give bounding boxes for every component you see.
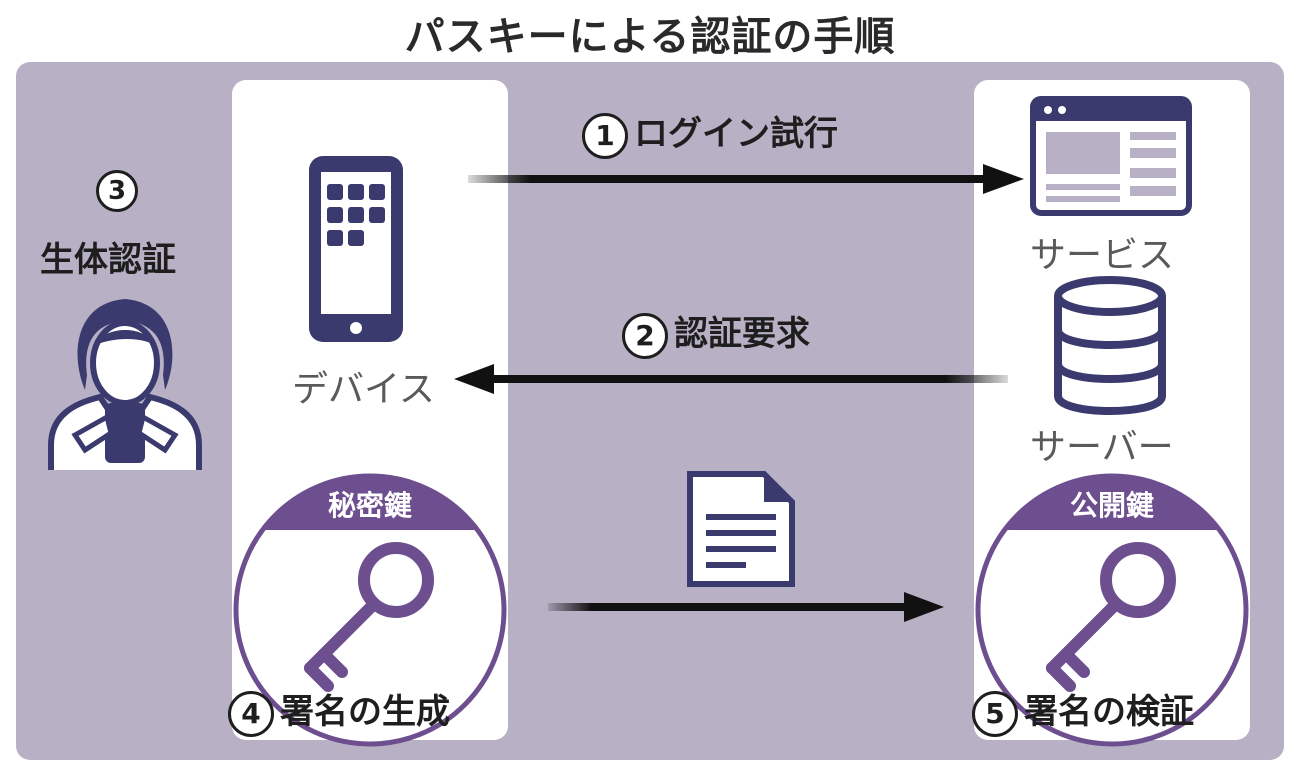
tablet-icon [309,156,403,342]
step-3-number: 3 [96,170,144,212]
key-icon [304,542,434,692]
document-icon [687,471,795,587]
browser-window-icon [1030,96,1192,216]
server-label: サーバー [1030,427,1174,468]
private-key-label: 秘密鍵 [327,489,412,522]
database-icon [1054,276,1166,415]
device-label: デバイス [292,369,435,410]
public-key-circle: 公開鍵 [974,472,1250,748]
key-icon [1046,542,1176,692]
private-key-circle: 秘密鍵 [232,472,508,748]
arrow-auth-request [454,364,1008,394]
public-key-label: 公開鍵 [1069,489,1154,522]
service-label: サービス [1030,235,1175,276]
step-3-label: 生体認証 [40,240,176,280]
person-icon [48,299,202,470]
diagram-title: パスキーによる認証の手順 [404,14,896,60]
arrow-signature [548,592,944,622]
arrow-login-attempt [468,164,1024,194]
